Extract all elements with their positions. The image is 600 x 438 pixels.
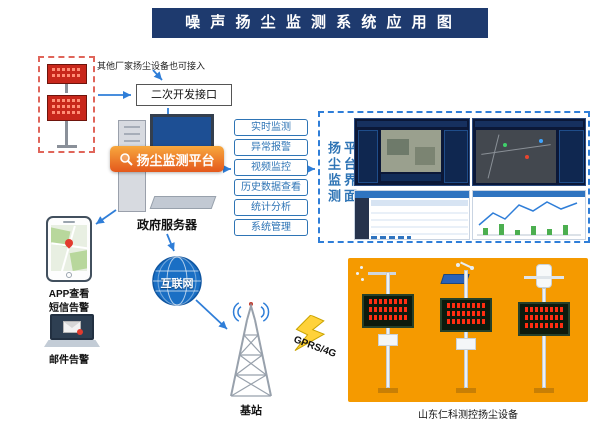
third-party-devices-box (38, 56, 95, 153)
screenshot-map-dashboard (472, 118, 586, 186)
wifi-signal-icon (232, 302, 270, 322)
panel-title: 扬尘监测平台界面 (326, 141, 357, 205)
platform-banner: 扬尘监测平台 (110, 146, 224, 172)
device-showcase (348, 258, 588, 402)
laptop-base (44, 340, 100, 347)
page-title: 噪 声 扬 尘 监 测 系 统 应 用 图 (152, 8, 488, 38)
led-display-icon (440, 298, 492, 332)
server-keyboard (149, 196, 217, 209)
device-pole (65, 84, 68, 93)
led-display-icon (362, 294, 414, 328)
dev-interface-box: 二次开发接口 (136, 84, 232, 106)
function-item-history: 历史数据查看 (234, 179, 308, 196)
function-list: 实时监测 异常报警 视频监控 历史数据查看 统计分析 系统管理 (234, 119, 308, 239)
lightning-icon (294, 314, 326, 351)
led-display-icon (518, 302, 570, 336)
phone-home-button (66, 272, 72, 278)
station-label: 基站 (240, 405, 262, 417)
arrow-platform-to-internet (166, 233, 175, 252)
function-item-video: 视频监控 (234, 159, 308, 176)
server-label: 政府服务器 (136, 218, 197, 232)
screenshot-video-dashboard (354, 118, 470, 186)
vendor-label: 山东仁科测控扬尘设备 (418, 410, 518, 421)
function-item-stats: 统计分析 (234, 199, 308, 216)
led-display-icon (47, 95, 87, 121)
magnifier-icon (120, 153, 134, 166)
mini-chart (473, 191, 585, 236)
device-base (57, 145, 77, 148)
third-party-note: 其他厂家扬尘设备也可接入 (97, 61, 206, 71)
platform-ui-panel: 扬尘监测平台界面 (318, 111, 590, 243)
platform-banner-label: 扬尘监测平台 (136, 152, 215, 168)
laptop-device (44, 314, 100, 348)
envelope-icon (63, 321, 83, 335)
phone-map-screen (51, 225, 87, 271)
device-pole (65, 121, 68, 145)
app-label: APP查看 (48, 289, 90, 300)
antenna-tower-icon (230, 302, 272, 397)
arrow-note-to-interface (152, 69, 163, 81)
internet-label: 互联网 (160, 278, 194, 290)
email-label: 邮件告警 (49, 355, 89, 366)
function-item-system: 系统管理 (234, 219, 308, 236)
phone-device (46, 216, 92, 282)
phone-speaker (63, 221, 75, 223)
screenshot-charts (472, 190, 586, 240)
screenshot-data-table (354, 190, 470, 240)
sms-label: 短信告警 (49, 303, 89, 314)
led-display-icon (47, 64, 87, 84)
arrow-platform-to-phone (95, 209, 117, 225)
globe-icon (152, 256, 202, 306)
arrow-internet-to-station (195, 299, 228, 330)
laptop-screen (50, 314, 94, 340)
function-item-alarm: 异常报警 (234, 139, 308, 156)
function-item-realtime: 实时监测 (234, 119, 308, 136)
